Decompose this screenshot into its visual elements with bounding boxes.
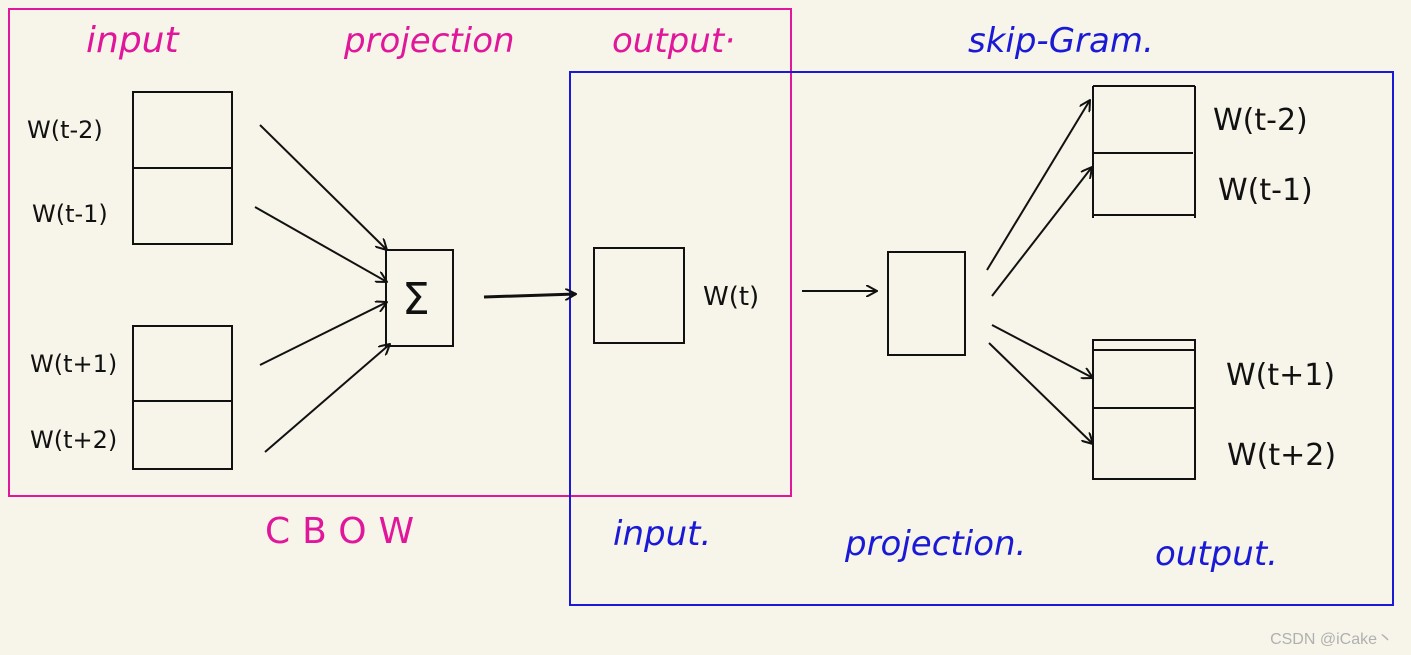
skipgram-word-t-2: W(t-2) — [1213, 103, 1308, 138]
cbow-projection-label: projection — [343, 21, 515, 61]
skipgram-arrow-2 — [991, 167, 1092, 297]
sum-to-center-arrow — [483, 294, 576, 297]
skipgram-word-t+1: W(t+1) — [1226, 358, 1335, 393]
cbow-word-t+2: W(t+2) — [30, 426, 117, 454]
cbow-title: CBOW — [265, 511, 426, 552]
skipgram-projection-box — [887, 251, 966, 356]
skipgram-arrow-4 — [988, 342, 1093, 444]
skipgram-input-label: input. — [613, 514, 711, 554]
cbow-word-t-2: W(t-2) — [27, 116, 103, 144]
center-word-box — [593, 247, 685, 344]
skipgram-arrow-1 — [986, 100, 1090, 271]
cbow-input-label: input — [86, 20, 180, 61]
watermark: CSDN @iCake丶 — [1270, 631, 1393, 648]
cbow-arrow-4 — [264, 344, 390, 453]
cbow-output-label: output· — [612, 21, 735, 61]
skipgram-frame — [569, 71, 1394, 606]
projection-sum-box — [385, 249, 454, 347]
skipgram-title: skip-Gram. — [968, 21, 1154, 61]
skipgram-output-label: output. — [1155, 534, 1278, 574]
skipgram-output-box-lower — [1092, 339, 1196, 480]
skipgram-projection-label: projection. — [844, 524, 1026, 564]
skipgram-word-t+2: W(t+2) — [1227, 438, 1336, 473]
skipgram-arrow-3 — [991, 324, 1093, 378]
skipgram-word-t-1: W(t-1) — [1218, 173, 1313, 208]
cbow-frame — [8, 8, 792, 497]
center-word-label: W(t) — [703, 282, 759, 312]
cbow-word-t+1: W(t+1) — [30, 350, 117, 378]
cbow-input-box-lower — [132, 325, 233, 470]
cbow-arrow-1 — [259, 124, 387, 250]
cbow-arrow-3 — [259, 302, 387, 366]
sum-icon: Σ — [402, 274, 430, 325]
cbow-word-t-1: W(t-1) — [32, 200, 108, 228]
cbow-arrow-2 — [254, 206, 387, 282]
